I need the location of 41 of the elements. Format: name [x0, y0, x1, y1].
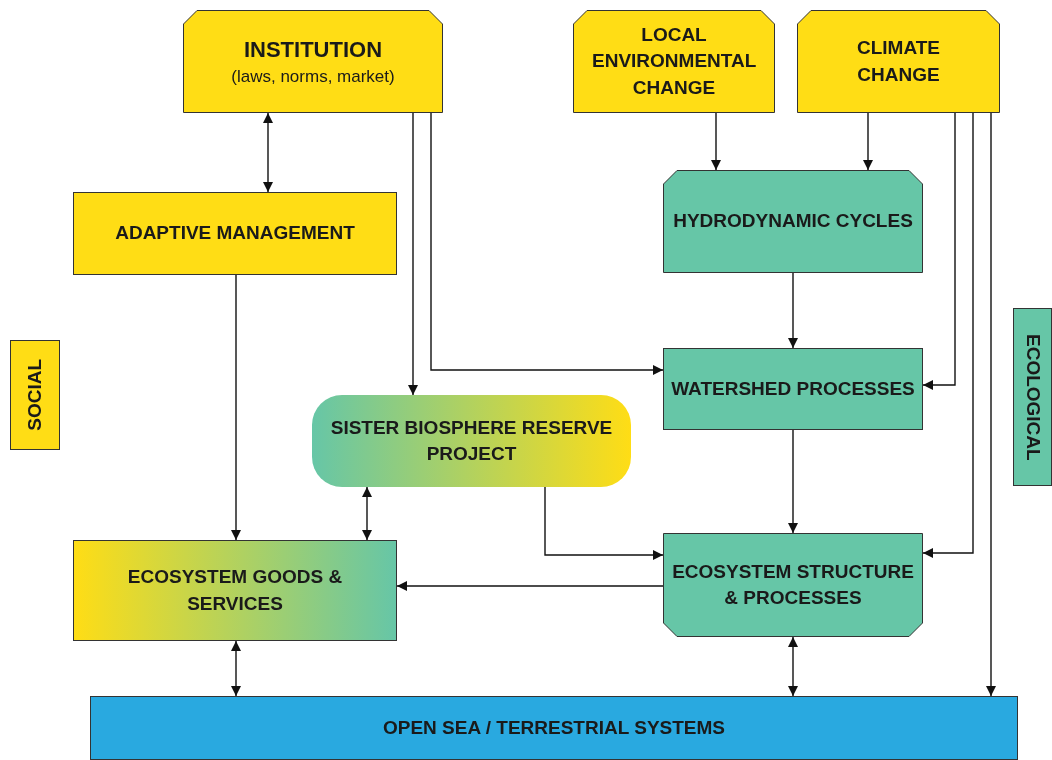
node-label: ADAPTIVE MANAGEMENT [115, 221, 355, 246]
double-arrow [788, 636, 798, 697]
process-box [663, 348, 923, 430]
driver-box [797, 10, 1000, 113]
arrow [711, 112, 721, 171]
node-label: LOCAL ENVIRONMENTAL CHANGE [592, 23, 756, 100]
process-box [73, 192, 397, 275]
arrow [922, 112, 956, 390]
arrow [430, 112, 664, 375]
base-band [90, 696, 1018, 760]
process-box [663, 533, 923, 637]
process-box [663, 170, 923, 273]
arrow [922, 112, 974, 558]
double-arrow [231, 640, 241, 697]
node-subtitle: (laws, norms, market) [231, 65, 395, 88]
side-label-box [10, 340, 60, 450]
institution-box [183, 10, 443, 113]
arrow [231, 274, 241, 541]
arrow [986, 112, 996, 697]
double-arrow [362, 486, 372, 541]
node-label: SISTER BIOSPHERE RESERVE PROJECT [329, 415, 614, 466]
node-label: ECOSYSTEM GOODS & SERVICES [126, 565, 344, 616]
arrow [544, 486, 664, 560]
node-label: SOCIAL [22, 359, 46, 431]
node-label: ECOLOGICAL [1021, 333, 1045, 461]
node-label: INSTITUTION [243, 35, 383, 64]
arrow [408, 112, 418, 396]
project-box [312, 395, 631, 487]
double-arrow [263, 112, 273, 193]
arrow [788, 429, 798, 534]
arrow [396, 581, 664, 591]
node-label: OPEN SEA / TERRESTRIAL SYSTEMS [382, 715, 726, 740]
node-label: HYDRODYNAMIC CYCLES [673, 209, 913, 234]
arrow [863, 112, 873, 171]
driver-box [573, 10, 775, 113]
arrow [788, 272, 798, 349]
node-label: WATERSHED PROCESSES [671, 376, 915, 401]
process-box [73, 540, 397, 641]
node-label: CLIMATE CHANGE [856, 36, 941, 87]
node-label: ECOSYSTEM STRUCTURE & PROCESSES [671, 559, 915, 610]
side-label-box [1013, 308, 1052, 486]
